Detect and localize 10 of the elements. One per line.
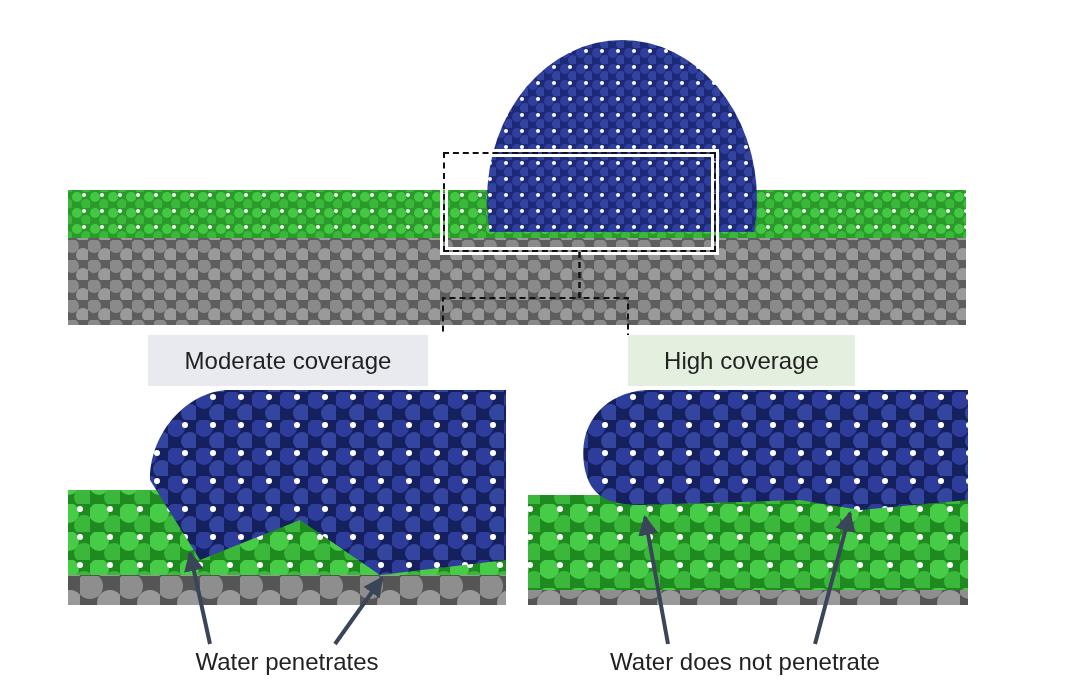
arrow [333, 576, 384, 646]
dashed-connector [578, 251, 629, 336]
annotation-text: Water penetrates [194, 647, 380, 677]
arrow [184, 551, 212, 645]
arrow [813, 511, 855, 645]
annotation-text: Water does not penetrate [609, 647, 881, 677]
zoom-frame [443, 152, 716, 252]
coverage-heading: Moderate coverage [148, 335, 428, 386]
coverage-heading: High coverage [628, 335, 855, 386]
arrow [638, 515, 670, 645]
